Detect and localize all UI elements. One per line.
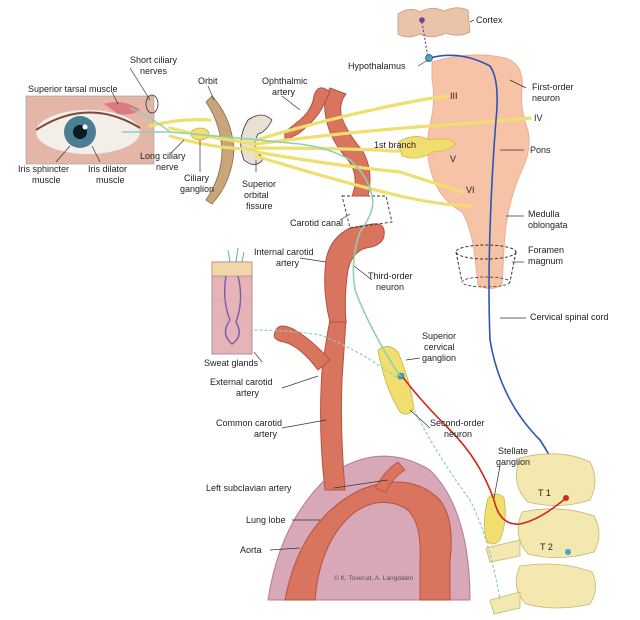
- label-long-ciliary-1: Long ciliary: [140, 151, 186, 161]
- label-left-subclavian: Left subclavian artery: [206, 483, 292, 493]
- label-orbit: Orbit: [198, 76, 218, 86]
- aorta: [284, 481, 452, 601]
- label-short-ciliary-1: Short ciliary: [130, 55, 178, 65]
- carotid-canal-outline: [341, 195, 393, 229]
- label-ophthalmic-2: artery: [272, 87, 296, 97]
- cortex-slab: [397, 7, 471, 38]
- foramen-magnum-base: [461, 276, 511, 288]
- label-internal-carotid-1: Internal carotid: [254, 247, 314, 257]
- label-credit: © K. Toverud, A. Langdalen: [334, 574, 413, 582]
- label-cn3: III: [450, 91, 458, 101]
- label-common-carotid-2: artery: [254, 429, 278, 439]
- superior-cervical-ganglion: [377, 346, 415, 415]
- label-ciliary-ganglion-2: ganglion: [180, 184, 214, 194]
- brainstem-shape: [427, 54, 530, 289]
- label-stellate-1: Stellate: [498, 446, 528, 456]
- label-iris-sphincter-1: Iris sphincter: [18, 164, 69, 174]
- label-external-carotid-1: External carotid: [210, 377, 273, 387]
- label-third-order-2: neuron: [376, 282, 404, 292]
- skin-block: [211, 261, 253, 355]
- foramen-magnum-side: [455, 251, 517, 283]
- label-internal-carotid-2: artery: [276, 258, 300, 268]
- label-aorta: Aorta: [240, 545, 262, 555]
- label-iris-sphincter-2: muscle: [32, 175, 61, 185]
- label-second-order-2: neuron: [444, 429, 472, 439]
- label-t1: T 1: [538, 488, 551, 498]
- sweat-gland-fiber: [249, 329, 401, 381]
- internal-carotid-artery: [324, 223, 385, 323]
- label-cortex: Cortex: [476, 15, 503, 25]
- label-medulla-1: Medulla: [528, 209, 560, 219]
- label-t2: T 2: [540, 542, 553, 552]
- eye-highlight: [82, 124, 88, 130]
- hypothalamus-node: [425, 54, 433, 62]
- second-order-neuron-path: [401, 375, 567, 525]
- label-second-order-1: Second-order: [430, 418, 485, 428]
- label-pons: Pons: [530, 145, 551, 155]
- label-ciliary-ganglion-1: Ciliary: [184, 173, 210, 183]
- label-stellate-2: ganglion: [496, 457, 530, 467]
- label-cn6: VI: [466, 185, 475, 195]
- label-hypothalamus: Hypothalamus: [348, 61, 406, 71]
- label-first-order-1: First-order: [532, 82, 574, 92]
- label-cervical-cord: Cervical spinal cord: [530, 312, 609, 322]
- label-ophthalmic-1: Ophthalmic: [262, 76, 308, 86]
- label-superior-tarsal: Superior tarsal muscle: [28, 84, 118, 94]
- label-iris-dilator-1: Iris dilator: [88, 164, 127, 174]
- leader-lines: [55, 19, 527, 551]
- third-order-neuron-path: [122, 131, 401, 377]
- label-sup-orbital-1: Superior: [242, 179, 276, 189]
- thoracic-vertebrae: [485, 453, 600, 615]
- short-ciliary-ring: [145, 94, 159, 114]
- trigeminal-ganglion: [397, 136, 457, 159]
- first-order-neuron-path: [429, 54, 567, 501]
- common-carotid-artery: [320, 319, 347, 491]
- hair-tufts: [227, 247, 245, 263]
- tarsal-muscle-patch: [104, 102, 140, 115]
- upper-eyelid: [35, 111, 141, 131]
- sympathetic-trunk-dashed: [413, 409, 501, 601]
- label-medulla-2: oblongata: [528, 220, 568, 230]
- label-sup-orbital-3: fissure: [246, 201, 273, 211]
- label-sup-cervical-2: cervical: [424, 342, 455, 352]
- label-foramen-2: magnum: [528, 256, 563, 266]
- label-cn5: V: [450, 154, 456, 164]
- t1-node: [563, 495, 569, 501]
- label-common-carotid-1: Common carotid: [216, 418, 282, 428]
- label-sup-cervical-3: ganglion: [422, 353, 456, 363]
- orbit-wall: [205, 95, 235, 205]
- label-third-order-1: Third-order: [368, 271, 413, 281]
- label-iris-dilator-2: muscle: [96, 175, 125, 185]
- third-order-eyelid-branch: [129, 107, 171, 133]
- label-cn4: IV: [534, 113, 543, 123]
- label-short-ciliary-2: nerves: [140, 66, 168, 76]
- label-first-order-2: neuron: [532, 93, 560, 103]
- label-long-ciliary-2: nerve: [156, 162, 179, 172]
- label-lung-lobe: Lung lobe: [246, 515, 286, 525]
- label-sweat-glands: Sweat glands: [204, 358, 259, 368]
- label-external-carotid-2: artery: [236, 388, 260, 398]
- left-subclavian-artery: [374, 461, 406, 493]
- label-sup-cervical-1: Superior: [422, 331, 456, 341]
- t2-node: [565, 549, 571, 555]
- stellate-ganglion: [484, 493, 506, 545]
- cortex-node: [419, 17, 425, 23]
- label-foramen-1: Foramen: [528, 245, 564, 255]
- label-first-branch: 1st branch: [374, 140, 416, 150]
- label-sup-orbital-2: orbital: [244, 190, 269, 200]
- label-carotid-canal: Carotid canal: [290, 218, 343, 228]
